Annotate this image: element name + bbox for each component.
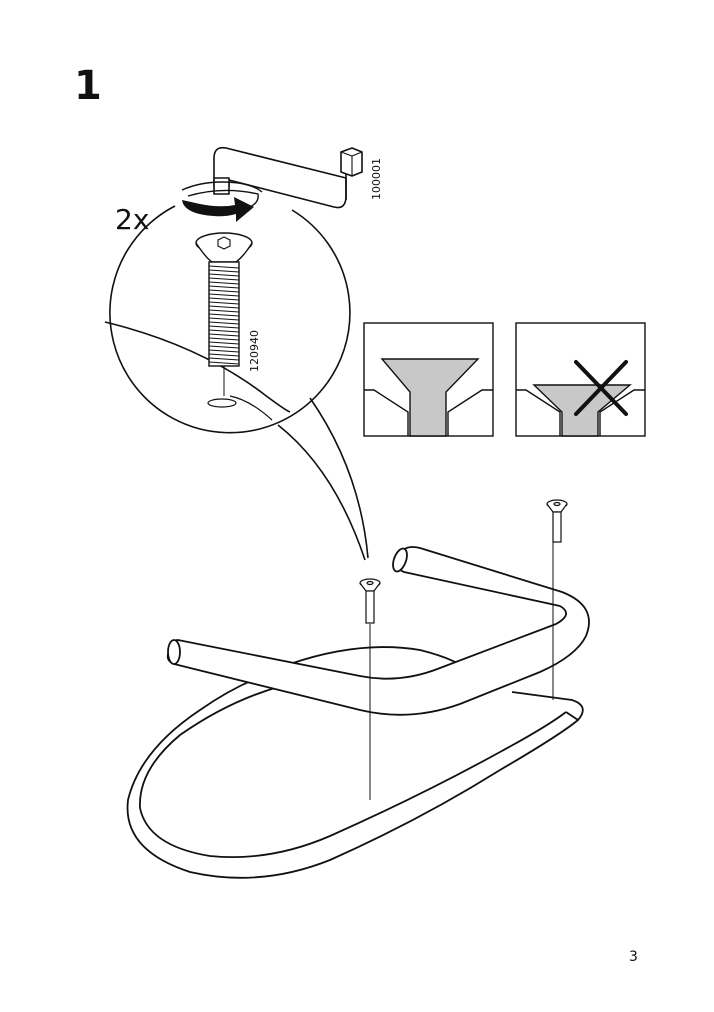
screw-thread <box>208 265 240 365</box>
incorrect-panel <box>515 322 646 437</box>
step-number: 1 <box>74 63 102 109</box>
detail-callout <box>109 205 369 561</box>
rotate-arrow-icon <box>181 181 263 222</box>
screw-code: 120940 <box>248 330 261 372</box>
screw-icon <box>546 499 568 543</box>
page-number: 3 <box>629 949 638 965</box>
screw-icon <box>359 578 381 624</box>
correct-panel <box>363 322 494 437</box>
tool-code: 100001 <box>370 158 383 200</box>
guide-lines <box>369 540 554 800</box>
detail-surface <box>104 321 291 421</box>
tube-frame <box>166 546 590 716</box>
cross-mark-icon <box>574 360 628 416</box>
